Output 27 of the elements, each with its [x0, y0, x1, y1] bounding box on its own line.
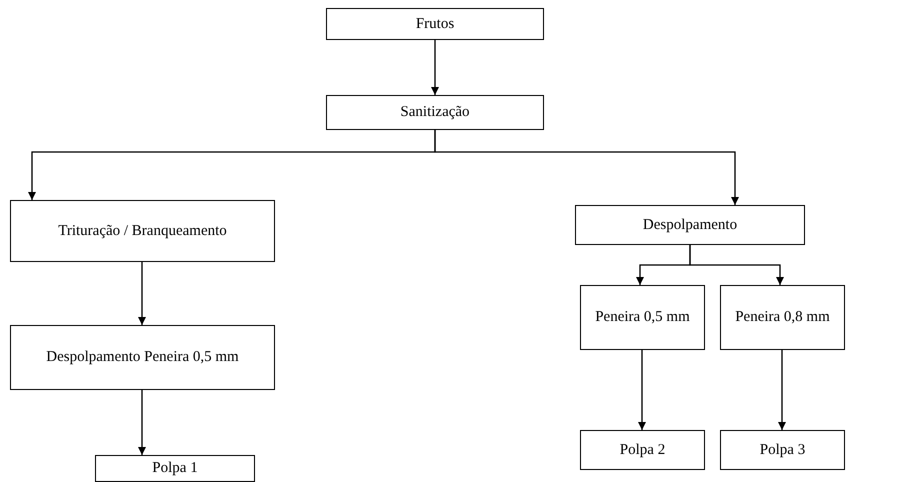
step-label: Sanitização: [400, 103, 470, 122]
step-label: Trituração / Branqueamento: [58, 222, 227, 241]
process-box: [10, 325, 275, 390]
process-box: [575, 205, 805, 245]
arrow: [431, 40, 439, 95]
process-box: [720, 430, 845, 470]
process-box: [10, 200, 275, 262]
step-label: Polpa 2: [620, 440, 666, 460]
arrow: [434, 130, 739, 205]
step-label: Peneira 0,5 mm: [595, 308, 690, 328]
arrow: [638, 350, 646, 430]
process-box: [326, 95, 544, 130]
step-label: Peneira 0,8 mm: [735, 308, 830, 328]
arrow: [778, 350, 786, 430]
step-label: Despolpamento Peneira 0,5 mm: [46, 348, 239, 368]
step-label: Polpa 3: [760, 440, 806, 460]
step-label: Despolpamento: [642, 216, 738, 235]
step-label: Frutos: [416, 14, 454, 34]
arrow: [689, 245, 784, 285]
process-box: [580, 285, 705, 350]
arrow: [138, 390, 146, 455]
process-box: [580, 430, 705, 470]
arrow: [138, 262, 146, 325]
process-box: [95, 455, 255, 482]
process-box: [326, 8, 544, 40]
process-box: [720, 285, 845, 350]
step-label: Polpa 1: [152, 459, 198, 478]
